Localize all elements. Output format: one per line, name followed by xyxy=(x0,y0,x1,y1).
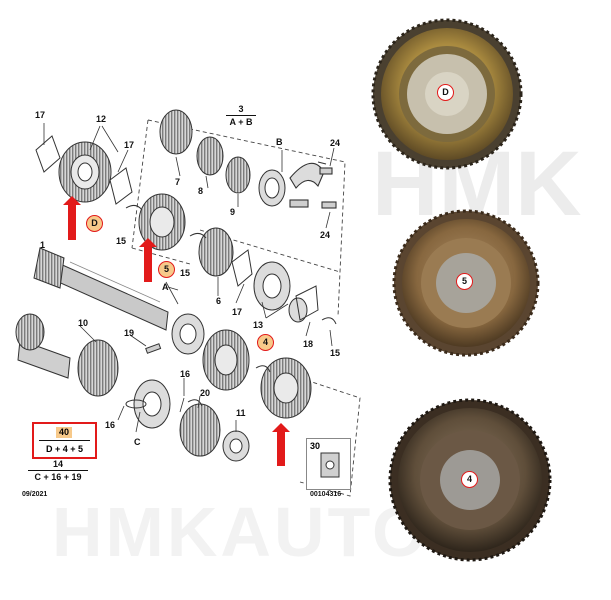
callout-A: A xyxy=(162,282,169,292)
callout-10: 10 xyxy=(78,318,89,328)
callout-17: 17 xyxy=(232,307,243,317)
kit-3-formula: A + B xyxy=(229,117,253,127)
kit-14: 14 C + 16 + 19 xyxy=(28,459,88,482)
callout-30: 30 xyxy=(310,441,321,451)
callout-6: 6 xyxy=(216,296,222,306)
section-outline xyxy=(131,119,361,497)
callout-17: 17 xyxy=(35,110,46,120)
marker-5: 5 xyxy=(158,261,175,278)
callout-15: 15 xyxy=(180,268,191,278)
callout-15: 15 xyxy=(330,348,341,358)
kit-3-number: 3 xyxy=(238,104,244,114)
callout-13: 13 xyxy=(253,320,264,330)
callout-18: 18 xyxy=(303,339,314,349)
diagram-gears xyxy=(15,109,312,462)
kit-40-number: 40 xyxy=(56,427,72,438)
marker-d: D xyxy=(86,215,103,232)
callout-24: 24 xyxy=(320,230,331,240)
callout-24: 24 xyxy=(330,138,341,148)
callout-9: 9 xyxy=(230,207,236,217)
inset-part-30: 30 xyxy=(306,438,351,490)
callout-12: 12 xyxy=(96,114,107,124)
callout-8: 8 xyxy=(198,186,204,196)
callout-15: 15 xyxy=(116,236,127,246)
callout-16: 16 xyxy=(180,369,191,379)
bracket-icon xyxy=(320,452,340,478)
photo-marker-5: 5 xyxy=(456,273,473,290)
kit-3: 3 A + B xyxy=(226,104,256,127)
snap-rings xyxy=(35,135,337,409)
main-shaft xyxy=(33,247,169,331)
kit-3-rule xyxy=(226,115,256,116)
marker-4: 4 xyxy=(257,334,274,351)
shift-fork xyxy=(289,161,337,209)
callout-C: C xyxy=(134,437,141,447)
kit-14-rule xyxy=(28,470,88,471)
leader-lines xyxy=(43,123,335,433)
callout-16: 16 xyxy=(105,420,116,430)
kit-40-formula: D + 4 + 5 xyxy=(45,444,84,454)
callout-1: 1 xyxy=(40,240,46,250)
callout-17: 17 xyxy=(124,140,135,150)
kit-40-box: 40 D + 4 + 5 xyxy=(32,422,97,459)
inset-part-number: 00104316 xyxy=(310,491,342,498)
callout-7: 7 xyxy=(175,177,181,187)
photo-marker-d: D xyxy=(437,84,454,101)
highlight-arrows xyxy=(63,196,290,466)
kit-14-formula: C + 16 + 19 xyxy=(34,472,82,482)
callout-B: B xyxy=(276,137,283,147)
photo-marker-4: 4 xyxy=(461,471,478,488)
callout-20: 20 xyxy=(200,388,211,398)
callout-19: 19 xyxy=(124,328,135,338)
kit-14-number: 14 xyxy=(52,459,63,469)
diagram-date: 09/2021 xyxy=(22,491,48,498)
kit-40-rule xyxy=(39,440,90,441)
callout-11: 11 xyxy=(236,408,246,418)
